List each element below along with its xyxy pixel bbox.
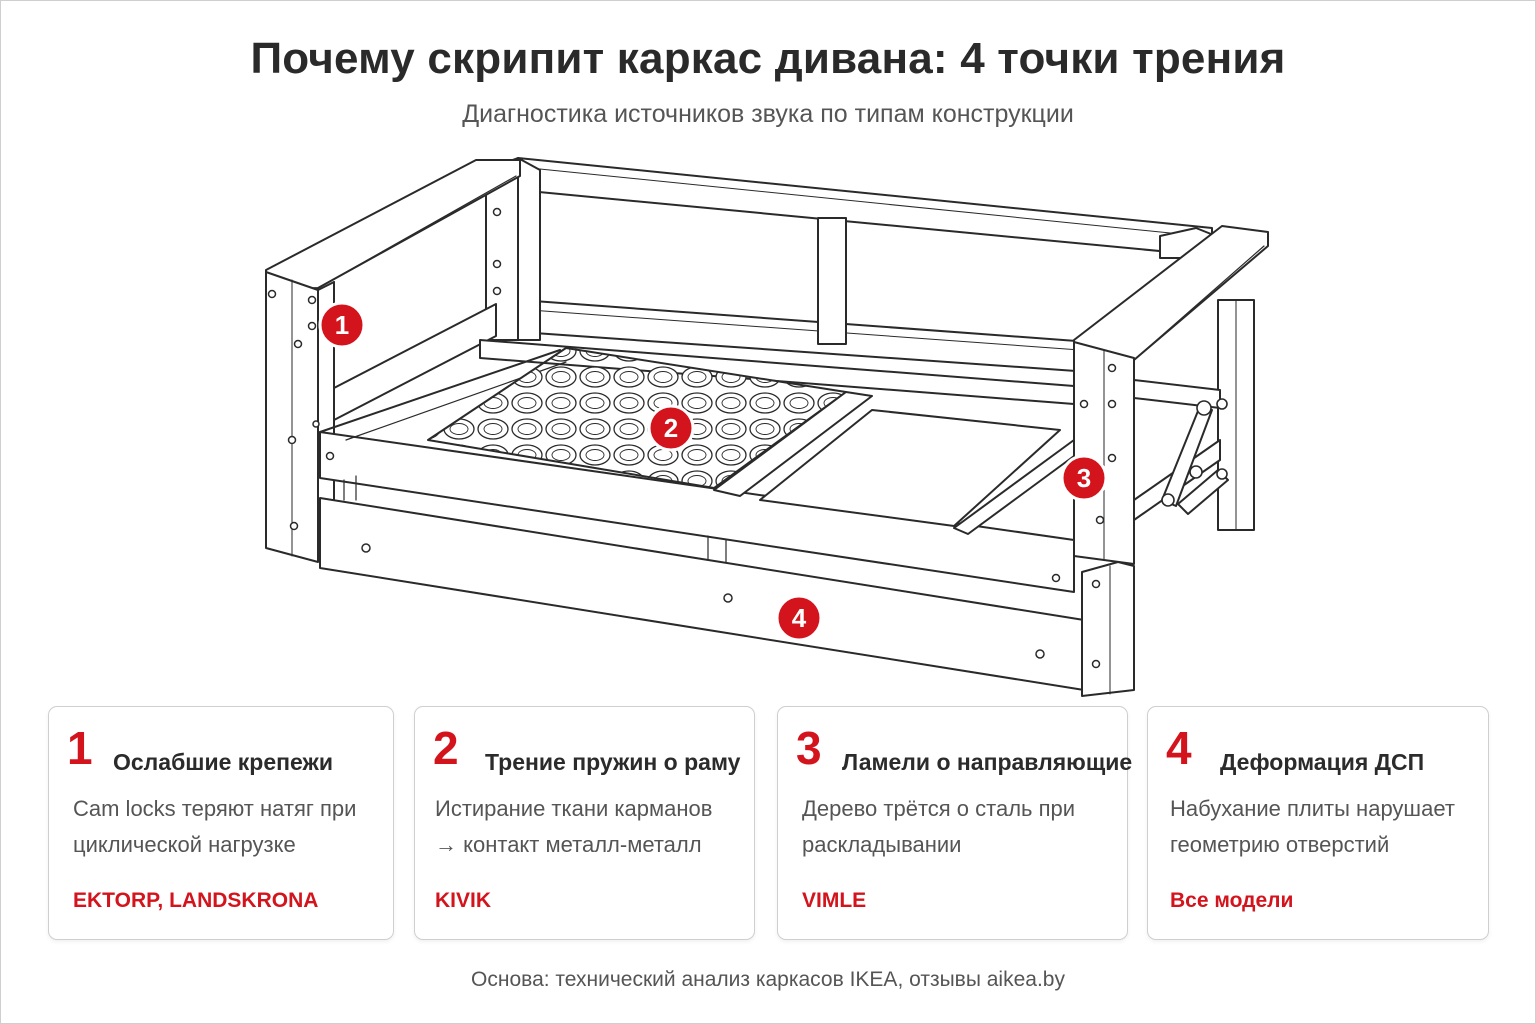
svg-text:2: 2 <box>664 413 678 443</box>
card-description: Cam locks теряют натяг при циклической н… <box>73 796 357 857</box>
back-center-post <box>817 217 847 345</box>
marker-1: 1 <box>318 301 366 349</box>
card-description: Истирание ткани карманов → контакт метал… <box>435 796 713 857</box>
card-models: KIVIK <box>435 889 492 912</box>
card-number: 1 <box>67 722 93 774</box>
marker-2: 2 <box>647 404 695 452</box>
marker-4: 4 <box>775 594 823 642</box>
card-number: 2 <box>433 722 459 774</box>
sofa-frame-illustration: 1 2 3 4 <box>265 157 1269 697</box>
card-description: Набухание плиты нарушает геометрию отвер… <box>1170 796 1455 857</box>
card-loose-fasteners: 1 Ослабшие крепежи Cam locks теряют натя… <box>48 706 394 940</box>
card-number: 3 <box>796 722 822 774</box>
sliding-panel <box>759 409 1061 527</box>
card-models: Все модели <box>1170 889 1294 912</box>
page-title: Почему скрипит каркас дивана: 4 точки тр… <box>250 34 1286 83</box>
source-footnote: Основа: технический анализ каркасов IKEA… <box>471 968 1065 991</box>
sliding-seat-slat <box>713 391 873 497</box>
right-front-post <box>1081 561 1135 697</box>
card-slats-guides: 3 Ламели о направляющие Дерево трётся о … <box>777 706 1132 940</box>
card-title: Трение пружин о раму <box>485 749 741 775</box>
seat-back-rail <box>479 339 1075 405</box>
card-spring-friction: 2 Трение пружин о раму Истирание ткани к… <box>414 706 755 940</box>
marker-3: 3 <box>1060 454 1108 502</box>
card-title: Ослабшие крепежи <box>113 749 333 775</box>
svg-text:4: 4 <box>792 603 807 633</box>
page-subtitle: Диагностика источников звука по типам ко… <box>462 100 1074 128</box>
card-number: 4 <box>1166 722 1192 774</box>
guide-rail <box>953 439 1075 535</box>
card-description: Дерево трётся о сталь при раскладывании <box>802 796 1076 857</box>
card-chipboard-deformation: 4 Деформация ДСП Набухание плиты нарушае… <box>1147 706 1489 940</box>
back-top-rail <box>517 157 1213 257</box>
card-models: EKTORP, LANDSKRONA <box>73 889 319 912</box>
card-title: Ламели о направляющие <box>842 749 1133 775</box>
fold-mechanism <box>1161 398 1229 515</box>
svg-text:3: 3 <box>1077 463 1091 493</box>
card-title: Деформация ДСП <box>1220 749 1425 775</box>
left-arm-top <box>265 159 521 291</box>
card-models: VIMLE <box>802 889 867 912</box>
svg-text:1: 1 <box>335 310 349 340</box>
